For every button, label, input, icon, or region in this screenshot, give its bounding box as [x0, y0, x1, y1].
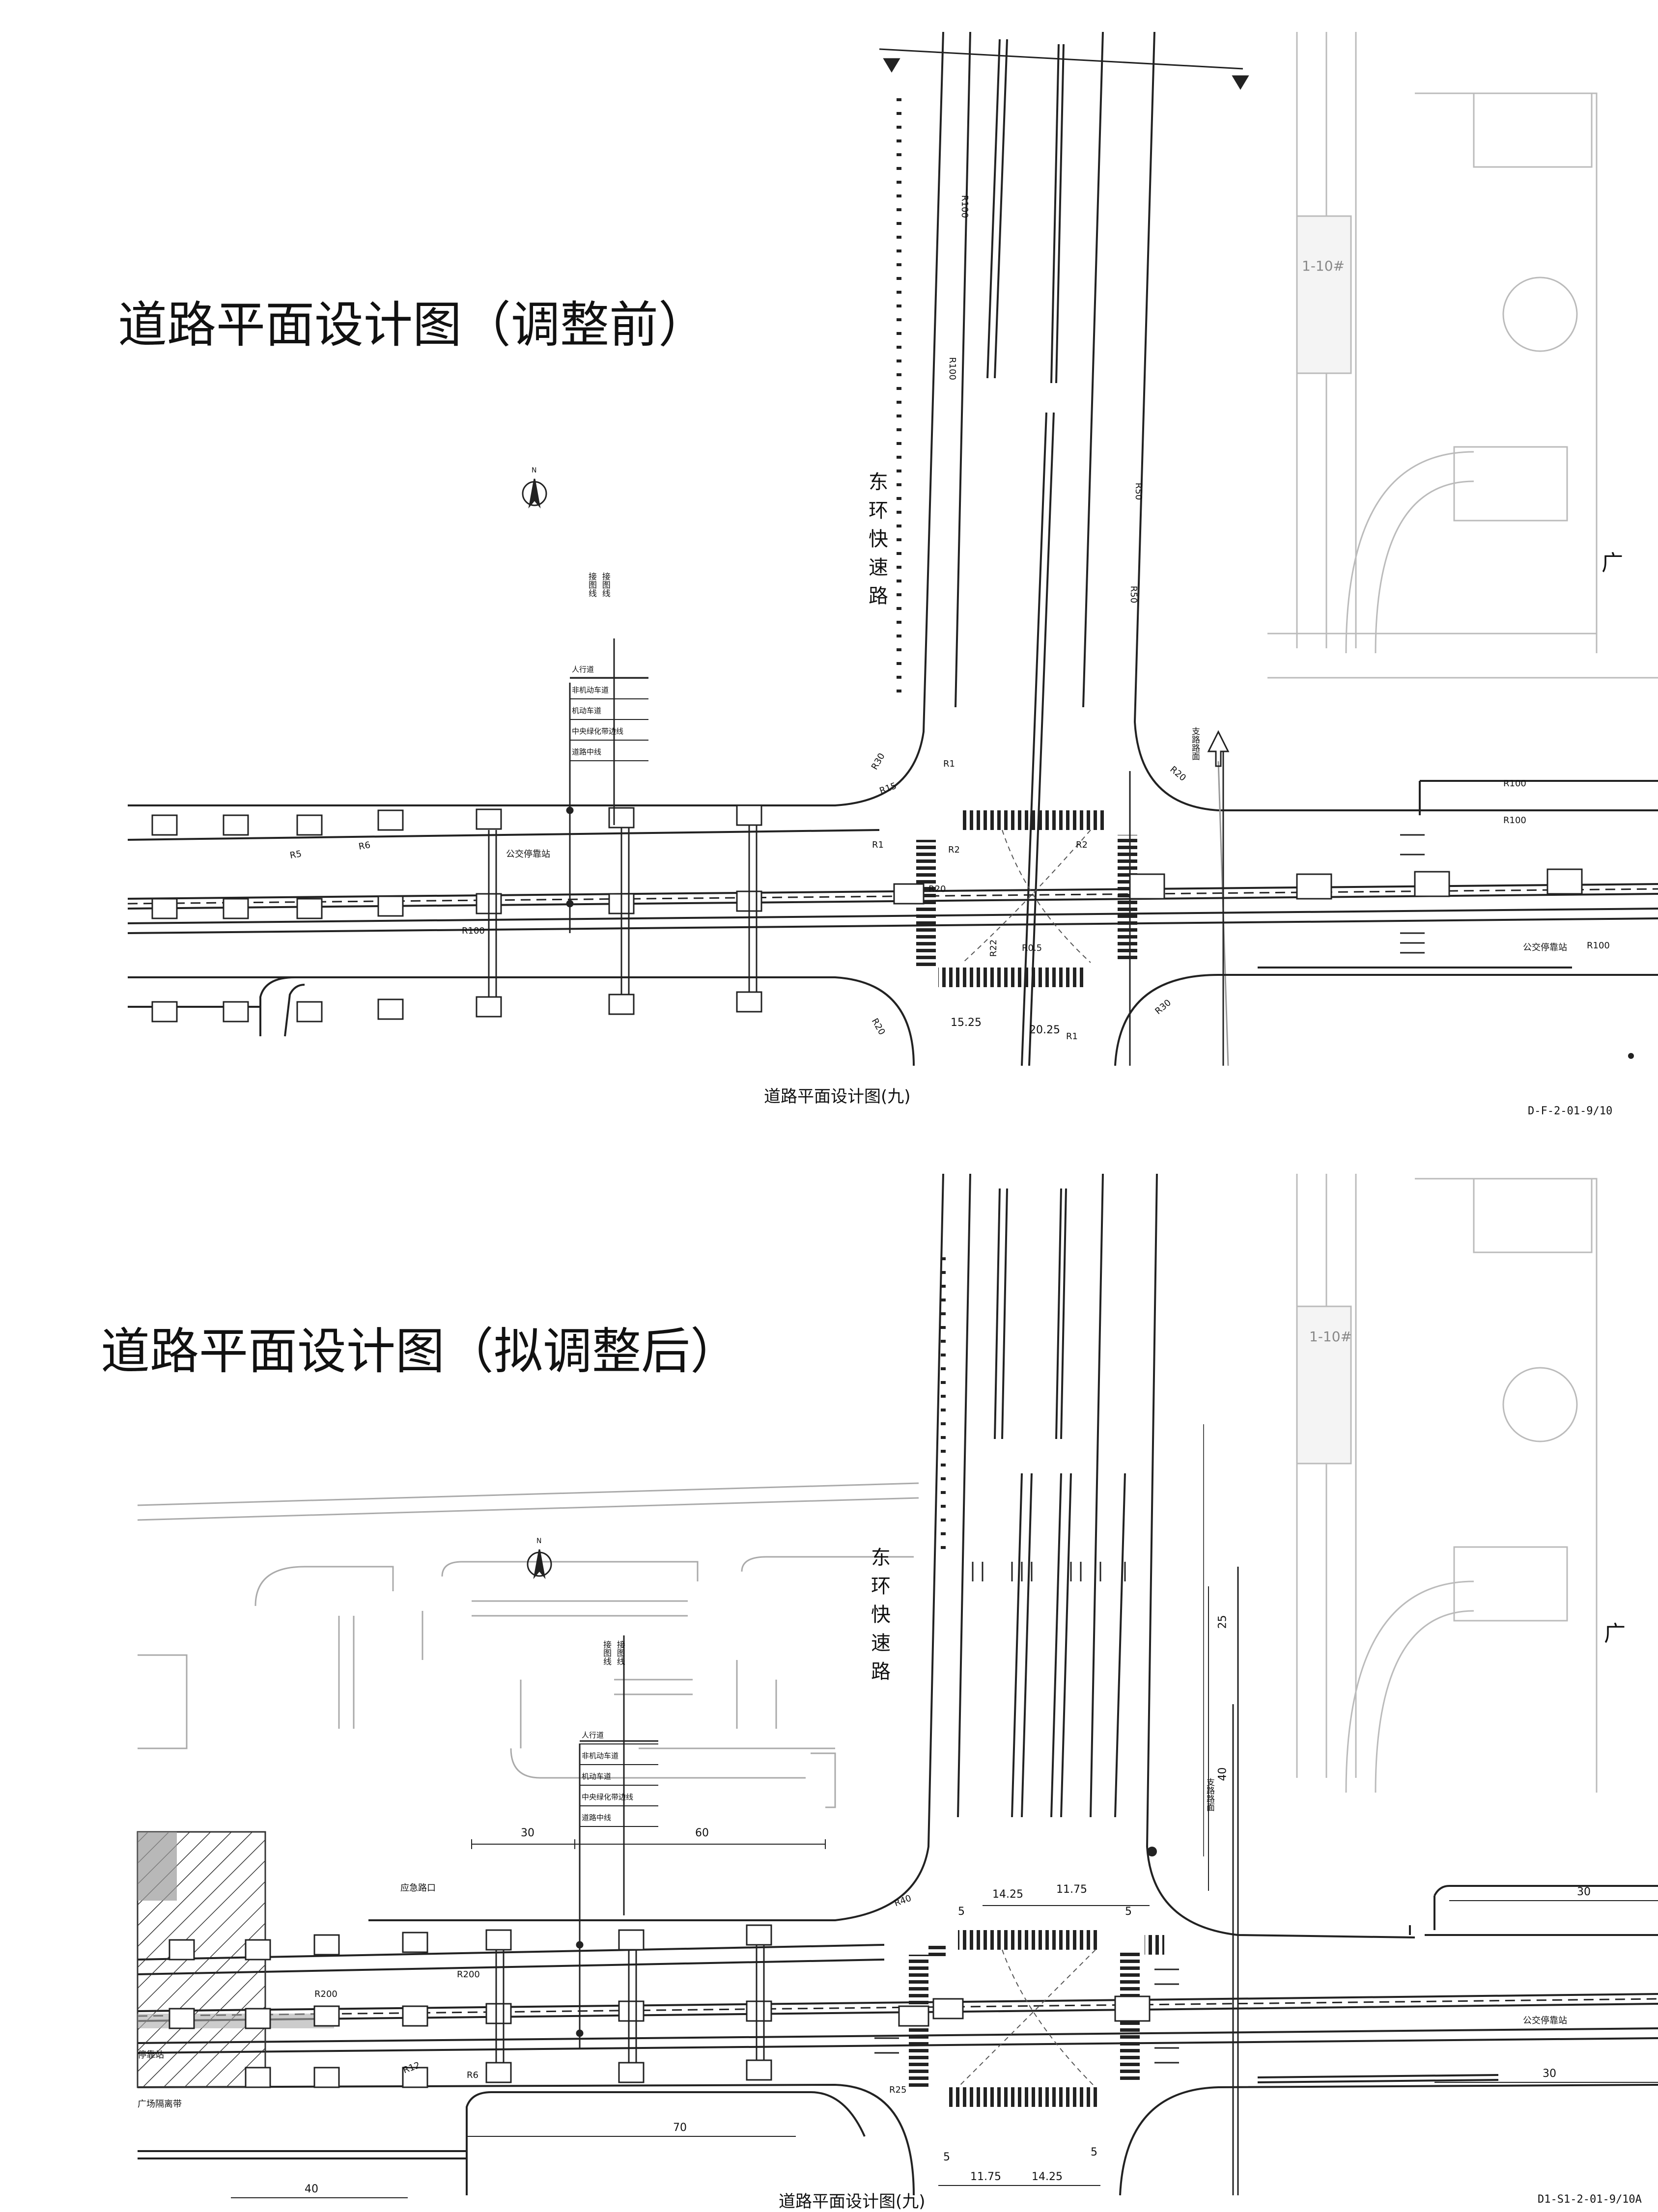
legend-item: 非机动车道 — [570, 679, 648, 699]
bottom-site-outline — [1296, 1174, 1598, 1793]
radius-label: R6 — [467, 2070, 478, 2080]
top-pillars — [151, 804, 1583, 1023]
bottom-legend: 人行道 非机动车道 机动车道 中央绿化带边线 道路中线 — [580, 1724, 658, 1827]
radius-label: R22 — [988, 939, 999, 957]
legend-item: 道路中线 — [570, 741, 648, 761]
dimension-label: 60 — [695, 1827, 709, 1839]
top-caption: 道路平面设计图(九) — [764, 1087, 911, 1106]
radius-label: R0.5 — [1022, 943, 1042, 953]
bottom-cross-road — [137, 1885, 1658, 2196]
radius-label: R100 — [1503, 815, 1526, 826]
top-crosswalk-north — [963, 810, 1105, 830]
legend-item: 机动车道 — [580, 1765, 658, 1786]
radius-label: R50 — [1128, 585, 1139, 604]
dimension-label: 15.25 — [951, 1017, 982, 1029]
top-title: 道路平面设计图（调整前） — [118, 296, 707, 354]
bottom-drawing-code: D1-S1-2-01-9/10A — [1538, 2193, 1642, 2206]
top-legend: 人行道 非机动车道 机动车道 中央绿化带边线 道路中线 — [570, 658, 648, 761]
top-cross-road — [127, 780, 1658, 1066]
top-bus-stop-left: 公交停靠站 — [506, 849, 550, 859]
radius-label: R100 — [947, 357, 957, 380]
radius-label: R2 — [948, 845, 960, 855]
dimension-label: 30 — [1543, 2068, 1556, 2080]
radius-label: R20 — [928, 884, 946, 894]
radius-label: R1 — [1066, 1031, 1078, 1042]
bottom-parking-layout — [137, 1482, 919, 1808]
bottom-north-label: N — [536, 1537, 542, 1545]
bottom-panel-drawing — [137, 1173, 1658, 2198]
dimension-label: 20.25 — [1029, 1024, 1060, 1036]
legend-item: 中央绿化带边线 — [570, 720, 648, 741]
dimension-label: 5 — [1091, 2146, 1097, 2158]
radius-label: R25 — [889, 2085, 907, 2095]
dimension-label: 11.75 — [970, 2171, 1001, 2183]
dimension-label: 40 — [305, 2183, 318, 2195]
bottom-plaza-label: 广场隔离带 — [138, 2099, 182, 2109]
bottom-caption: 道路平面设计图(九) — [779, 2192, 926, 2212]
radius-label: R50 — [1133, 482, 1144, 500]
bottom-building-label: 1-10# — [1309, 1328, 1352, 1345]
legend-item: 道路中线 — [580, 1806, 658, 1827]
radius-label: R200 — [314, 1989, 337, 1999]
top-building-label: 1-10# — [1302, 258, 1345, 274]
bottom-road-name: 东环快速路 — [868, 1547, 890, 1689]
bottom-bus-stop-right: 公交停靠站 — [1523, 2016, 1567, 2026]
radius-label: R1 — [943, 759, 955, 769]
dimension-label: 40 — [1216, 1767, 1229, 1781]
radius-label: R2 — [1076, 840, 1088, 850]
dimension-label: 70 — [673, 2122, 687, 2134]
dimension-label: 30 — [521, 1827, 534, 1839]
bottom-crosswalk-south — [948, 2087, 1100, 2107]
top-main-road — [128, 31, 1415, 1066]
bottom-emergency-exit: 应急路口 — [400, 1883, 436, 1893]
top-crosswalk-south — [938, 968, 1086, 987]
radius-label: R100 — [1587, 940, 1610, 951]
top-entry-label: 支路路面 — [1190, 727, 1200, 760]
bottom-north-arrow — [527, 1549, 552, 1579]
bottom-join-line: 接图线 接图线 — [601, 1640, 625, 1665]
legend-item: 机动车道 — [570, 699, 648, 720]
bottom-entry-label: 支路路面 — [1205, 1778, 1214, 1811]
dimension-label: 14.25 — [1032, 2171, 1063, 2183]
top-road-name: 东环快速路 — [865, 471, 888, 614]
dimension-label: 30 — [1577, 1886, 1591, 1898]
bottom-site-char: 广 — [1604, 1621, 1626, 1646]
top-join-line: 接图线 接图线 — [587, 572, 610, 597]
dimension-label: 5 — [1125, 1906, 1132, 1918]
radius-label: R100 — [959, 195, 970, 218]
legend-item: 非机动车道 — [580, 1744, 658, 1765]
radius-label: R100 — [462, 926, 485, 936]
bottom-bus-stop-left: 停靠站 — [138, 2050, 164, 2060]
dimension-label: 5 — [958, 1906, 965, 1918]
radius-label: R6 — [358, 840, 371, 852]
radius-label: R1 — [872, 840, 884, 850]
top-north-arrow — [522, 478, 547, 509]
dimension-label: 25 — [1216, 1615, 1229, 1629]
top-north-label: N — [532, 467, 537, 474]
bottom-main-road — [368, 1173, 1415, 2195]
legend-item: 人行道 — [580, 1724, 658, 1744]
radius-label: R200 — [457, 1969, 480, 1980]
bottom-pillars — [169, 1924, 1151, 2088]
top-panel-drawing — [127, 31, 1658, 1066]
radius-label: R100 — [1503, 778, 1526, 789]
radius-label: R5 — [289, 849, 303, 861]
legend-item: 人行道 — [570, 658, 648, 679]
dimension-label: 14.25 — [992, 1888, 1023, 1901]
top-drawing-code: D-F-2-01-9/10 — [1528, 1105, 1613, 1117]
legend-item: 中央绿化带边线 — [580, 1786, 658, 1806]
top-bus-stop-right: 公交停靠站 — [1523, 942, 1567, 953]
dimension-label: 11.75 — [1056, 1883, 1087, 1896]
bottom-title: 道路平面设计图（拟调整后） — [101, 1323, 739, 1380]
dimension-label: 5 — [943, 2151, 950, 2163]
top-site-outline — [1267, 32, 1658, 679]
top-site-char: 广 — [1602, 551, 1623, 576]
bottom-crosswalk-north — [958, 1930, 1100, 1950]
